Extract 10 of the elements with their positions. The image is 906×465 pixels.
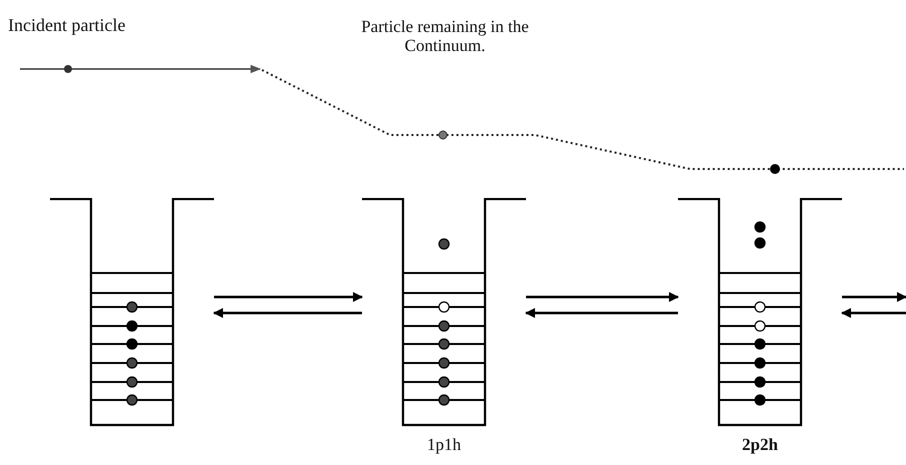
reaction-arrow [841,308,906,318]
reaction-arrow [842,292,906,302]
reaction-arrow [526,292,679,302]
state-label: 2p2h [742,436,778,453]
caption-text: Incident particle [8,16,126,36]
caption-text: Particle remaining in the Continuum. [360,18,530,56]
state-label: 1p1h [427,436,461,453]
reaction-arrow [214,292,363,302]
reaction-arrow [213,308,362,318]
reaction-arrow [525,308,678,318]
